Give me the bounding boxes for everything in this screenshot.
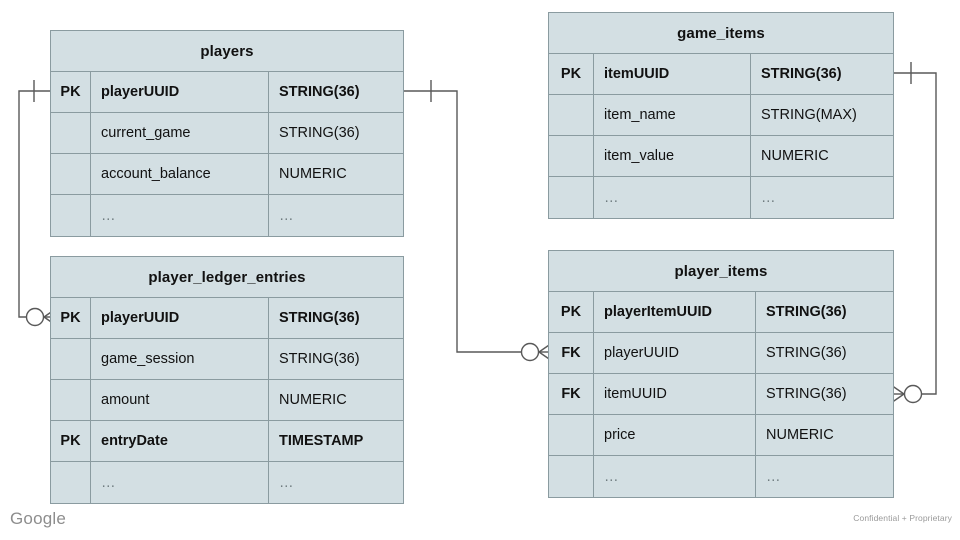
attribute-key-badge: PK — [549, 54, 594, 94]
attribute-type: STRING(36) — [766, 304, 847, 320]
attribute-key-badge — [51, 154, 91, 194]
attribute-row[interactable]: …… — [51, 462, 403, 503]
attribute-key-badge: PK — [51, 298, 91, 338]
attribute-key-badge — [549, 456, 594, 497]
attribute-type: NUMERIC — [766, 427, 834, 443]
attribute-key-badge — [549, 136, 594, 176]
attribute-row[interactable]: …… — [51, 195, 403, 236]
attribute-type: TIMESTAMP — [279, 433, 364, 449]
attribute-key-badge — [51, 195, 91, 236]
google-logo: Google — [10, 509, 67, 528]
attribute-row[interactable]: game_session STRING(36) — [51, 339, 403, 380]
attribute-key-badge — [51, 339, 91, 379]
attribute-row[interactable]: …… — [549, 456, 893, 497]
attribute-key-badge — [51, 113, 91, 153]
attribute-row[interactable]: current_game STRING(36) — [51, 113, 403, 154]
attribute-type: NUMERIC — [761, 148, 829, 164]
attribute-row[interactable]: …… — [549, 177, 893, 218]
attribute-key-badge: FK — [549, 333, 594, 373]
attribute-name: itemUUID — [594, 54, 751, 94]
attribute-name: itemUUID — [594, 374, 756, 414]
attribute-name: playerUUID — [91, 298, 269, 338]
attribute-name: item_value — [594, 136, 751, 176]
confidentiality-notice: Confidential + Proprietary — [853, 513, 952, 523]
attribute-key-badge: FK — [549, 374, 594, 414]
attribute-type: … — [761, 189, 777, 206]
attribute-type: … — [279, 474, 295, 491]
attribute-name: current_game — [91, 113, 269, 153]
relationship-players-to-player-items — [404, 80, 553, 362]
attribute-type: … — [766, 468, 782, 485]
attribute-name: … — [91, 195, 269, 236]
attribute-key-badge — [549, 177, 594, 218]
attribute-key-badge: PK — [549, 292, 594, 332]
attribute-type: STRING(36) — [766, 386, 847, 402]
attribute-name: … — [594, 177, 751, 218]
attribute-name: … — [91, 462, 269, 503]
attribute-name: playerUUID — [91, 72, 269, 112]
attribute-key-badge: PK — [51, 72, 91, 112]
attribute-name: account_balance — [91, 154, 269, 194]
attribute-type: STRING(36) — [766, 345, 847, 361]
attribute-name: playerItemUUID — [594, 292, 756, 332]
attribute-name: playerUUID — [594, 333, 756, 373]
attribute-key-badge — [51, 380, 91, 420]
attribute-row[interactable]: price NUMERIC — [549, 415, 893, 456]
attribute-type: NUMERIC — [279, 392, 347, 408]
entity-title-players: players — [51, 31, 403, 72]
cardinality-zero-circle — [903, 384, 923, 404]
relationship-game-items-to-player-items — [890, 62, 937, 404]
attribute-type: STRING(MAX) — [761, 107, 857, 123]
attribute-name: game_session — [91, 339, 269, 379]
attribute-type: NUMERIC — [279, 166, 347, 182]
attribute-row[interactable]: item_name STRING(MAX) — [549, 95, 893, 136]
attribute-key-badge: PK — [51, 421, 91, 461]
attribute-name: amount — [91, 380, 269, 420]
entity-title-game_items: game_items — [549, 13, 893, 54]
attribute-name: … — [594, 456, 756, 497]
attribute-key-badge — [51, 462, 91, 503]
entity-title-player_ledger_entries: player_ledger_entries — [51, 257, 403, 298]
attribute-type: STRING(36) — [761, 66, 842, 82]
attribute-type: … — [279, 207, 295, 224]
attribute-row[interactable]: amount NUMERIC — [51, 380, 403, 421]
attribute-key-badge — [549, 415, 594, 455]
attribute-name: price — [594, 415, 756, 455]
attribute-row[interactable]: account_balance NUMERIC — [51, 154, 403, 195]
attribute-name: item_name — [594, 95, 751, 135]
cardinality-zero-circle — [520, 342, 540, 362]
attribute-type: STRING(36) — [279, 125, 360, 141]
entity-title-player_items: player_items — [549, 251, 893, 292]
attribute-type: STRING(36) — [279, 84, 360, 100]
attribute-name: entryDate — [91, 421, 269, 461]
attribute-type: STRING(36) — [279, 351, 360, 367]
attribute-row[interactable]: item_value NUMERIC — [549, 136, 893, 177]
cardinality-zero-circle — [25, 307, 45, 327]
attribute-type: STRING(36) — [279, 310, 360, 326]
attribute-key-badge — [549, 95, 594, 135]
